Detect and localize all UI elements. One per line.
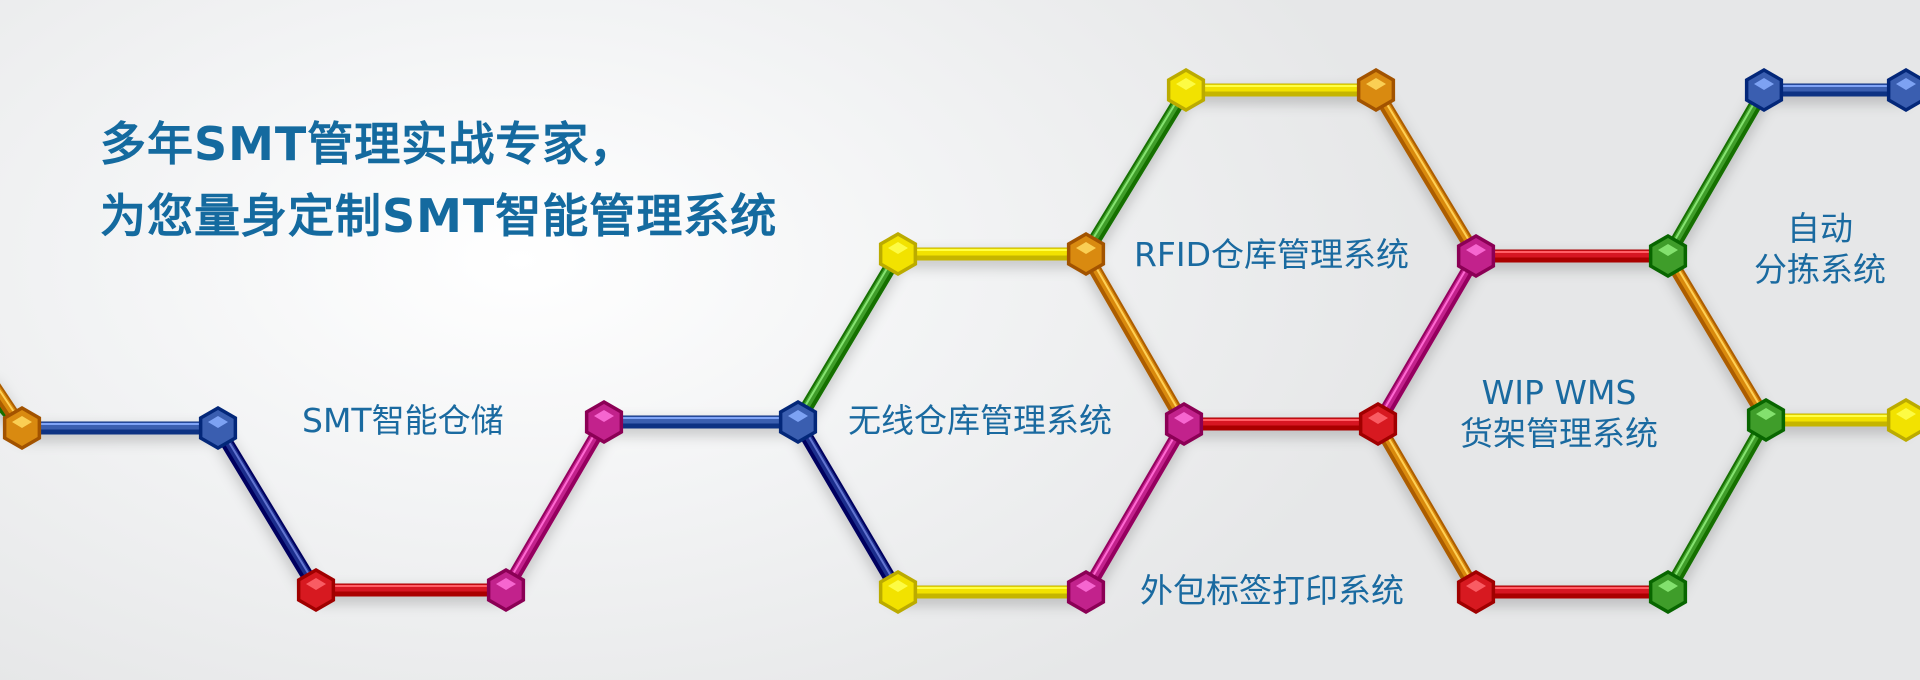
connector-bar [604, 415, 798, 429]
connector-node [878, 570, 918, 614]
headline-line-2: 为您量身定制SMT智能管理系统 [100, 189, 778, 243]
connector-node [1456, 570, 1496, 614]
connector-node [1358, 402, 1398, 446]
label-auto-sort-line2: 分拣系统 [1754, 250, 1886, 290]
connector-node [878, 232, 918, 276]
connector-bar [898, 585, 1086, 599]
connector-node [1886, 68, 1920, 112]
connector-bar [1080, 249, 1190, 428]
label-wireless-wms-text: 无线仓库管理系统 [848, 401, 1112, 440]
headline-line-1: 多年SMT管理实战专家， [100, 117, 637, 171]
label-rfid-wms: RFID仓库管理系统 [1134, 234, 1409, 275]
connector-bar [1186, 83, 1376, 97]
label-outer-label-print-text: 外包标签打印系统 [1140, 571, 1404, 610]
connector-node [486, 568, 526, 612]
connector-bar [1476, 249, 1668, 263]
connector-bar [1372, 419, 1482, 596]
connector-bar [1662, 85, 1770, 260]
label-auto-sort-line1: 自动 [1787, 209, 1853, 248]
connector-bar [212, 423, 322, 594]
connector-node [198, 406, 238, 450]
connector-node [1746, 398, 1786, 442]
label-auto-sort: 自动 分拣系统 [1754, 208, 1886, 291]
connector-node [1744, 68, 1784, 112]
label-smt-storage: SMT智能仓储 [302, 400, 504, 441]
connector-bar [792, 249, 904, 426]
label-rfid-wms-text: RFID仓库管理系统 [1134, 235, 1410, 274]
connector-bar [1662, 251, 1772, 424]
connector-bar [1766, 413, 1906, 427]
connector-node [584, 400, 624, 444]
connector-node [2, 406, 42, 450]
connector-bar [500, 417, 610, 594]
label-wireless-wms: 无线仓库管理系统 [848, 400, 1112, 441]
label-smt-storage-text: SMT智能仓储 [302, 401, 504, 440]
label-wip-wms-line2: 货架管理系统 [1460, 414, 1658, 454]
connector-bar [22, 421, 218, 435]
connector-node [1648, 234, 1688, 278]
connector-node [296, 568, 336, 612]
connector-bar [1764, 83, 1906, 97]
connector-bar [1184, 417, 1378, 431]
connector-node [1356, 68, 1396, 112]
connector-bar [1080, 85, 1192, 258]
connector-node [778, 400, 818, 444]
connector-bar [1372, 251, 1482, 428]
connector-bar [316, 583, 506, 597]
connector-node [1456, 234, 1496, 278]
connector-bar [1662, 415, 1772, 596]
connector-bar [1476, 585, 1668, 599]
connector-bar [1370, 85, 1482, 260]
connector-node [1066, 232, 1106, 276]
connector-bar [1080, 419, 1190, 596]
connector-node [1164, 402, 1204, 446]
connector-bar [792, 417, 904, 596]
connector-bar [898, 247, 1086, 261]
label-wip-wms-line1: WIP WMS [1481, 373, 1637, 412]
connector-node [1166, 68, 1206, 112]
label-outer-label-print: 外包标签打印系统 [1140, 570, 1404, 611]
label-wip-wms: WIP WMS 货架管理系统 [1460, 372, 1658, 455]
connector-node [1886, 398, 1920, 442]
connector-node [1066, 570, 1106, 614]
connector-node [1648, 570, 1688, 614]
